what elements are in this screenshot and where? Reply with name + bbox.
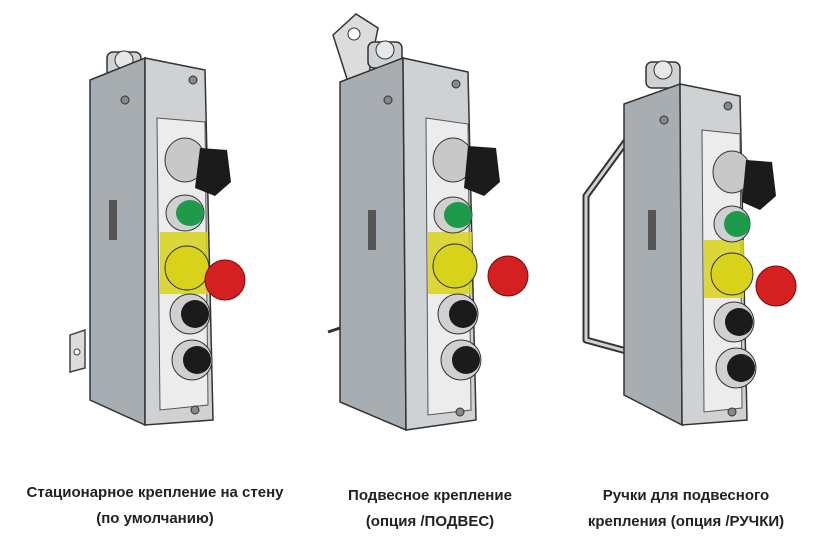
black-push-button-icon [171, 339, 213, 381]
black-push-button-icon [440, 339, 482, 381]
caption-line: Ручки для подвесного [602, 487, 770, 504]
caption-line: (опция /ПОДВЕС) [365, 513, 495, 530]
control-box-with-handles [572, 0, 812, 440]
caption-line: (по умолчанию) [96, 510, 214, 527]
selector-switch-icon [712, 150, 776, 210]
black-push-button-icon [437, 293, 479, 335]
green-push-button-icon [433, 196, 473, 234]
caption-line: Подвесное крепление [348, 487, 512, 504]
emergency-stop-icon [710, 252, 797, 307]
control-box-pendant-mount [318, 0, 548, 440]
black-push-button-icon [169, 293, 211, 335]
green-push-button-icon [713, 205, 751, 243]
control-box-wall-mount [45, 0, 275, 440]
caption-line: крепления (опция /РУЧКИ) [587, 513, 785, 530]
selector-switch-icon [164, 137, 231, 196]
caption-wall-mount: Стационарное крепление на стену (по умол… [0, 480, 310, 532]
caption-pendant-mount: Подвесное крепление (опция /ПОДВЕС) [290, 483, 570, 535]
green-push-button-icon [165, 194, 205, 232]
emergency-stop-icon [432, 243, 529, 297]
caption-handles: Ручки для подвесного крепления (опция /Р… [555, 483, 817, 535]
emergency-stop-icon [164, 245, 246, 301]
black-push-button-icon [713, 301, 755, 343]
selector-switch-icon [432, 137, 500, 196]
caption-line: Стационарное крепление на стену [26, 484, 284, 501]
black-push-button-icon [715, 347, 757, 389]
